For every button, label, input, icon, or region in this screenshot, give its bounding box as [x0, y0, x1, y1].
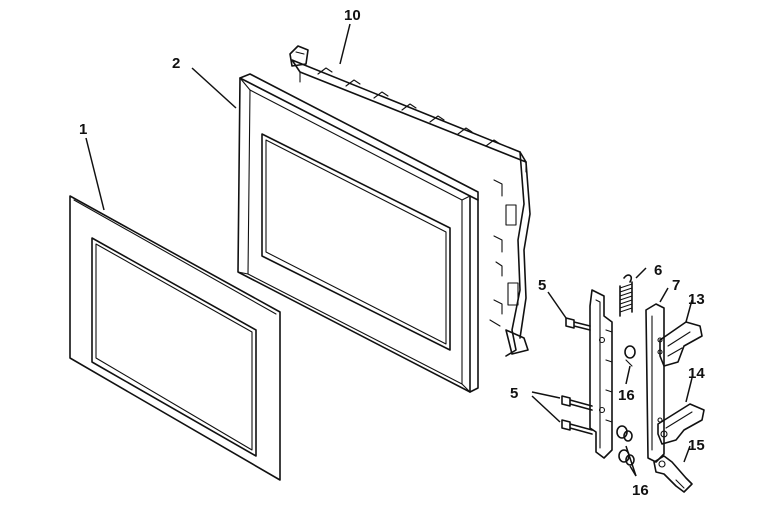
- lever-icon: [653, 455, 693, 493]
- door-glass-panel-part: [69, 195, 281, 481]
- screw-icon: [565, 317, 591, 331]
- callout-14: 14: [688, 365, 705, 382]
- spring-icon: [619, 274, 633, 317]
- hook-icon: [659, 321, 703, 367]
- callout-5: 5: [510, 385, 518, 402]
- callout-7: 7: [672, 277, 680, 294]
- retaining-clip-icon: [624, 345, 636, 367]
- latch-plate-part: [589, 289, 613, 459]
- callout-16: 16: [618, 387, 635, 404]
- leader-line: [625, 445, 637, 477]
- callout-6: 6: [654, 262, 662, 279]
- hook-icon: [657, 403, 705, 445]
- leader-line: [625, 365, 631, 385]
- leader-line: [547, 291, 567, 319]
- callout-13: 13: [688, 291, 705, 308]
- screw-icon: [561, 419, 593, 435]
- callout-10: 10: [344, 7, 361, 24]
- door-frame-part: [237, 73, 479, 393]
- leader-line: [685, 299, 693, 323]
- leader-lines: [85, 23, 693, 477]
- leader-line: [339, 23, 351, 65]
- leader-line: [685, 377, 693, 403]
- callout-2: 2: [172, 55, 180, 72]
- leader-line: [629, 465, 637, 477]
- leader-line: [191, 67, 237, 109]
- door-assembly-frame-part: [289, 45, 531, 357]
- screw-icon: [561, 395, 593, 411]
- leader-line: [635, 267, 647, 279]
- leader-line: [85, 137, 105, 211]
- leader-line: [531, 395, 561, 423]
- callout-5: 5: [538, 277, 546, 294]
- retaining-clip-icon: [616, 425, 633, 442]
- leader-line: [659, 287, 669, 303]
- callout-labels: 1 2 10 5 5 6 7 13 14 15 16 16: [79, 7, 705, 499]
- callout-16: 16: [632, 482, 649, 499]
- leader-line: [683, 445, 691, 463]
- leader-line: [531, 391, 561, 399]
- latch-arm-icon: [645, 303, 665, 463]
- callout-1: 1: [79, 121, 87, 138]
- callout-15: 15: [688, 437, 705, 454]
